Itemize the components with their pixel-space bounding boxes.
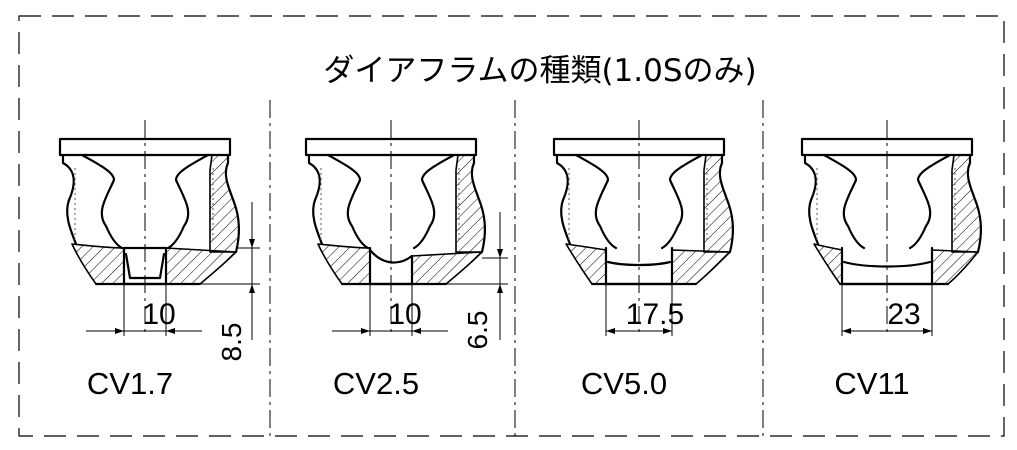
width-dimension-cv5-0: 17.5 xyxy=(626,298,684,331)
label-cv1-7: CV1.7 xyxy=(87,366,173,401)
outer-frame xyxy=(18,15,1005,437)
width-dimension-cv1-7: 10 xyxy=(142,298,175,331)
diaphragm-cv2-5: 10 6.5 CV2.5 xyxy=(304,120,508,401)
figure-title: ダイアフラムの種類(1.0Sのみ) xyxy=(323,53,756,89)
diaphragm-cv1-7: 10 8.5 CV1.7 xyxy=(58,120,260,401)
diaphragm-cv5-0: 17.5 CV5.0 xyxy=(552,120,734,401)
label-cv11: CV11 xyxy=(834,366,909,401)
label-cv5-0: CV5.0 xyxy=(581,366,667,401)
depth-dimension-cv2-5: 6.5 xyxy=(462,311,493,350)
label-cv2-5: CV2.5 xyxy=(333,366,419,401)
diaphragm-cv11: 23 CV11 xyxy=(800,120,982,401)
width-dimension-cv11: 23 xyxy=(887,298,920,331)
depth-dimension-cv1-7: 8.5 xyxy=(216,323,247,362)
width-dimension-cv2-5: 10 xyxy=(388,298,421,331)
